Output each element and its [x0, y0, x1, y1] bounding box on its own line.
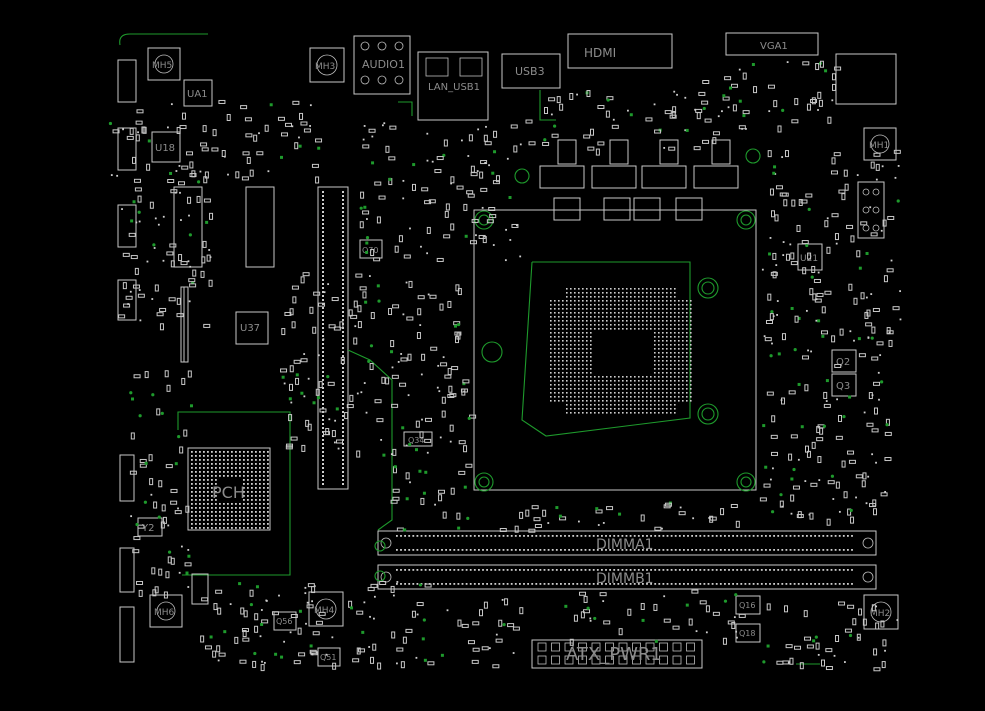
- mounting-hole-mh3: MH3: [309, 47, 345, 83]
- q16-label: Q16: [739, 601, 755, 610]
- mounting-hole-mh6: MH6: [149, 594, 183, 628]
- chip-u18: U18: [151, 131, 181, 163]
- vga-connector: VGA1: [725, 32, 819, 56]
- mh2-label: MH2: [870, 609, 890, 619]
- dimm-slot-b1: DIMMB1: [377, 564, 877, 590]
- mh5-label: MH5: [152, 61, 172, 71]
- dimm-slot-a1: DIMMA1: [377, 530, 877, 556]
- lan-usb-connector: LAN_USB1: [417, 51, 489, 121]
- dimmb1-label: DIMMB1: [596, 571, 654, 587]
- mounting-hole-mh4: MH4: [308, 591, 344, 627]
- vrm-mosfets: [539, 139, 739, 221]
- mh4-label: MH4: [314, 606, 335, 616]
- atx-power-connector: ATX_PWR1: [531, 639, 703, 669]
- q51-label: Q51: [320, 653, 336, 662]
- u18-label: U18: [155, 143, 175, 154]
- mosfet-q56: Q56: [273, 611, 297, 631]
- mh6-label: MH6: [154, 608, 175, 618]
- vga-label: VGA1: [760, 41, 788, 52]
- mosfet-q3: Q3: [831, 373, 857, 397]
- mosfet-q16: Q16: [735, 595, 761, 615]
- audio-connector: AUDIO1: [353, 35, 411, 95]
- mounting-hole-mh5: MH5: [147, 47, 181, 81]
- passive-components: [108, 60, 902, 672]
- usb3-connector: USB3: [501, 53, 561, 89]
- pch-label: PCH: [212, 483, 245, 502]
- atx-label: ATX_PWR1: [566, 644, 662, 665]
- left-header-strip: [117, 59, 137, 663]
- mosfet-q18: Q18: [735, 623, 761, 643]
- hdmi-connector: HDMI: [567, 33, 673, 69]
- pch-bga-chip: PCH: [177, 411, 291, 576]
- mh3-label: MH3: [315, 62, 335, 72]
- cpu-power-connector: [857, 181, 885, 239]
- chip-ua1: UA1: [183, 79, 213, 107]
- y2-label: Y2: [141, 523, 154, 534]
- u37-label: U37: [240, 323, 260, 334]
- q34-label: Q34: [408, 436, 424, 445]
- copper-traces: [347, 90, 820, 665]
- q56-label: Q56: [276, 617, 292, 626]
- audio1-label: AUDIO1: [362, 58, 405, 71]
- ua1-label: UA1: [187, 89, 208, 100]
- cpu-socket: [473, 209, 757, 492]
- chip-u37: U37: [235, 311, 269, 345]
- q18-label: Q18: [739, 629, 755, 638]
- dimma1-label: DIMMA1: [596, 537, 654, 553]
- mosfet-q2: Q2: [831, 349, 857, 373]
- usb3-label: USB3: [515, 65, 545, 78]
- q3-label: Q3: [836, 381, 850, 392]
- dram-chips: [173, 186, 275, 363]
- q2-label: Q2: [836, 357, 850, 368]
- spi-flash: [191, 573, 209, 605]
- mosfet-q51: Q51: [317, 647, 341, 667]
- top-right-connector: [835, 53, 897, 105]
- mosfet-q34: Q34: [403, 431, 433, 447]
- lan-usb-label: LAN_USB1: [428, 82, 480, 93]
- board-outline: [119, 33, 208, 46]
- hdmi-label: HDMI: [584, 46, 616, 60]
- mh1-label: MH1: [869, 141, 889, 151]
